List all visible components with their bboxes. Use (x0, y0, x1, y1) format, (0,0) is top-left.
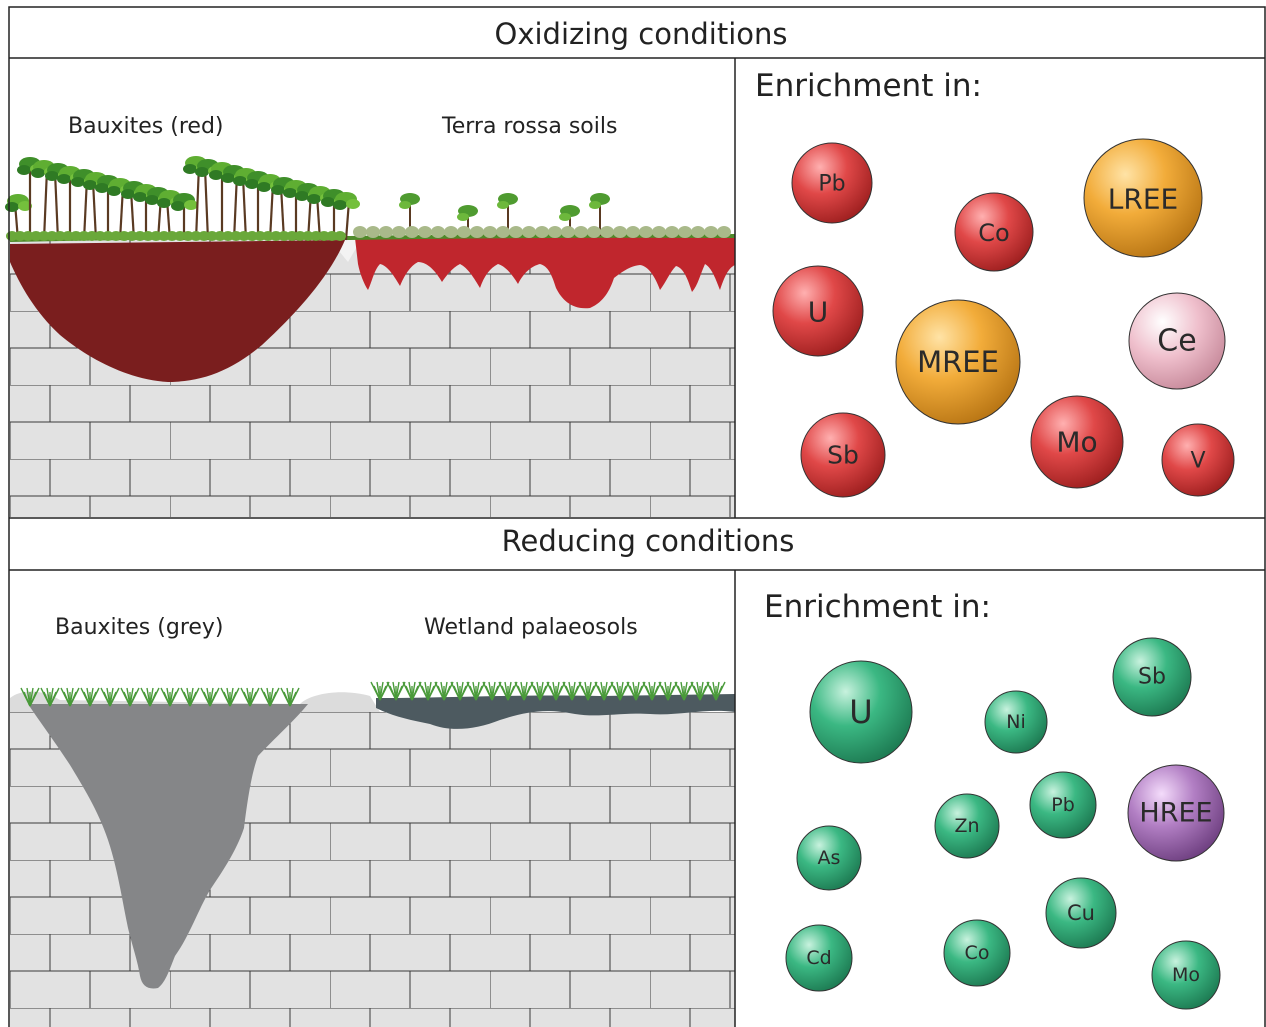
element-ball-co: Co (954, 192, 1034, 272)
element-ball-sb: Sb (800, 412, 886, 498)
svg-text:Co: Co (965, 942, 990, 964)
svg-text:Ni: Ni (1006, 711, 1026, 733)
element-ball-zn: Zn (934, 793, 1000, 859)
element-ball-mo: Mo (1030, 395, 1124, 489)
element-ball-u: U (772, 265, 864, 357)
element-ball-cd: Cd (785, 924, 853, 992)
svg-text:Sb: Sb (1138, 665, 1166, 690)
rainforest-illustration (5, 156, 360, 241)
element-ball-cu: Cu (1045, 877, 1117, 949)
element-ball-ce: Ce (1128, 292, 1226, 390)
element-ball-hree: HREE (1127, 764, 1225, 862)
svg-text:U: U (808, 296, 829, 329)
oxidizing-title: Oxidizing conditions (495, 17, 788, 51)
terra-rossa-deposit (355, 236, 735, 309)
svg-text:HREE: HREE (1139, 798, 1212, 829)
svg-text:U: U (849, 693, 872, 731)
element-ball-mo: Mo (1151, 940, 1221, 1010)
svg-text:Co: Co (978, 219, 1009, 247)
svg-text:As: As (818, 847, 841, 869)
oxidizing-enrichment-title: Enrichment in: (755, 68, 982, 104)
element-ball-as: As (796, 825, 862, 891)
element-ball-v: V (1161, 423, 1235, 497)
reducing-title: Reducing conditions (502, 524, 795, 558)
svg-text:MREE: MREE (917, 345, 999, 379)
bauxites-red-label: Bauxites (red) (68, 114, 224, 139)
svg-text:Mo: Mo (1172, 964, 1200, 986)
svg-text:Pb: Pb (818, 172, 845, 197)
element-ball-u: U (809, 660, 913, 764)
svg-text:Mo: Mo (1056, 426, 1097, 459)
wetland-palaeosols-label: Wetland palaeosols (424, 615, 638, 640)
svg-text:Sb: Sb (827, 441, 859, 470)
element-ball-pb: Pb (791, 142, 873, 224)
sparse-vegetation-illustration (353, 193, 731, 238)
svg-text:Pb: Pb (1051, 794, 1075, 816)
terra-rossa-label: Terra rossa soils (441, 114, 617, 139)
red-bauxite-deposit (10, 240, 345, 382)
element-ball-sb: Sb (1112, 637, 1192, 717)
grass-illustration (20, 681, 726, 707)
svg-text:V: V (1190, 449, 1205, 474)
reducing-enrichment-title: Enrichment in: (764, 589, 991, 625)
grey-bauxite-deposit (28, 704, 308, 989)
frame (8, 6, 1266, 1027)
element-ball-lree: LREE (1083, 138, 1203, 258)
element-ball-ni: Ni (984, 690, 1048, 754)
element-ball-co: Co (943, 919, 1011, 987)
svg-text:Cd: Cd (806, 947, 831, 969)
svg-text:LREE: LREE (1108, 183, 1178, 216)
element-ball-mree: MREE (895, 299, 1021, 425)
svg-text:Cu: Cu (1067, 901, 1095, 925)
bauxites-grey-label: Bauxites (grey) (55, 615, 224, 640)
svg-text:Zn: Zn (954, 815, 979, 837)
wetland-palaeosol-deposit (376, 694, 735, 729)
svg-text:Ce: Ce (1157, 324, 1196, 359)
oxidizing-panel: Bauxites (red) Terra rossa soils Enrichm… (5, 68, 1235, 517)
element-ball-pb: Pb (1029, 771, 1097, 839)
reducing-panel: Bauxites (grey) Wetland palaeosols Enric… (10, 589, 1225, 1027)
